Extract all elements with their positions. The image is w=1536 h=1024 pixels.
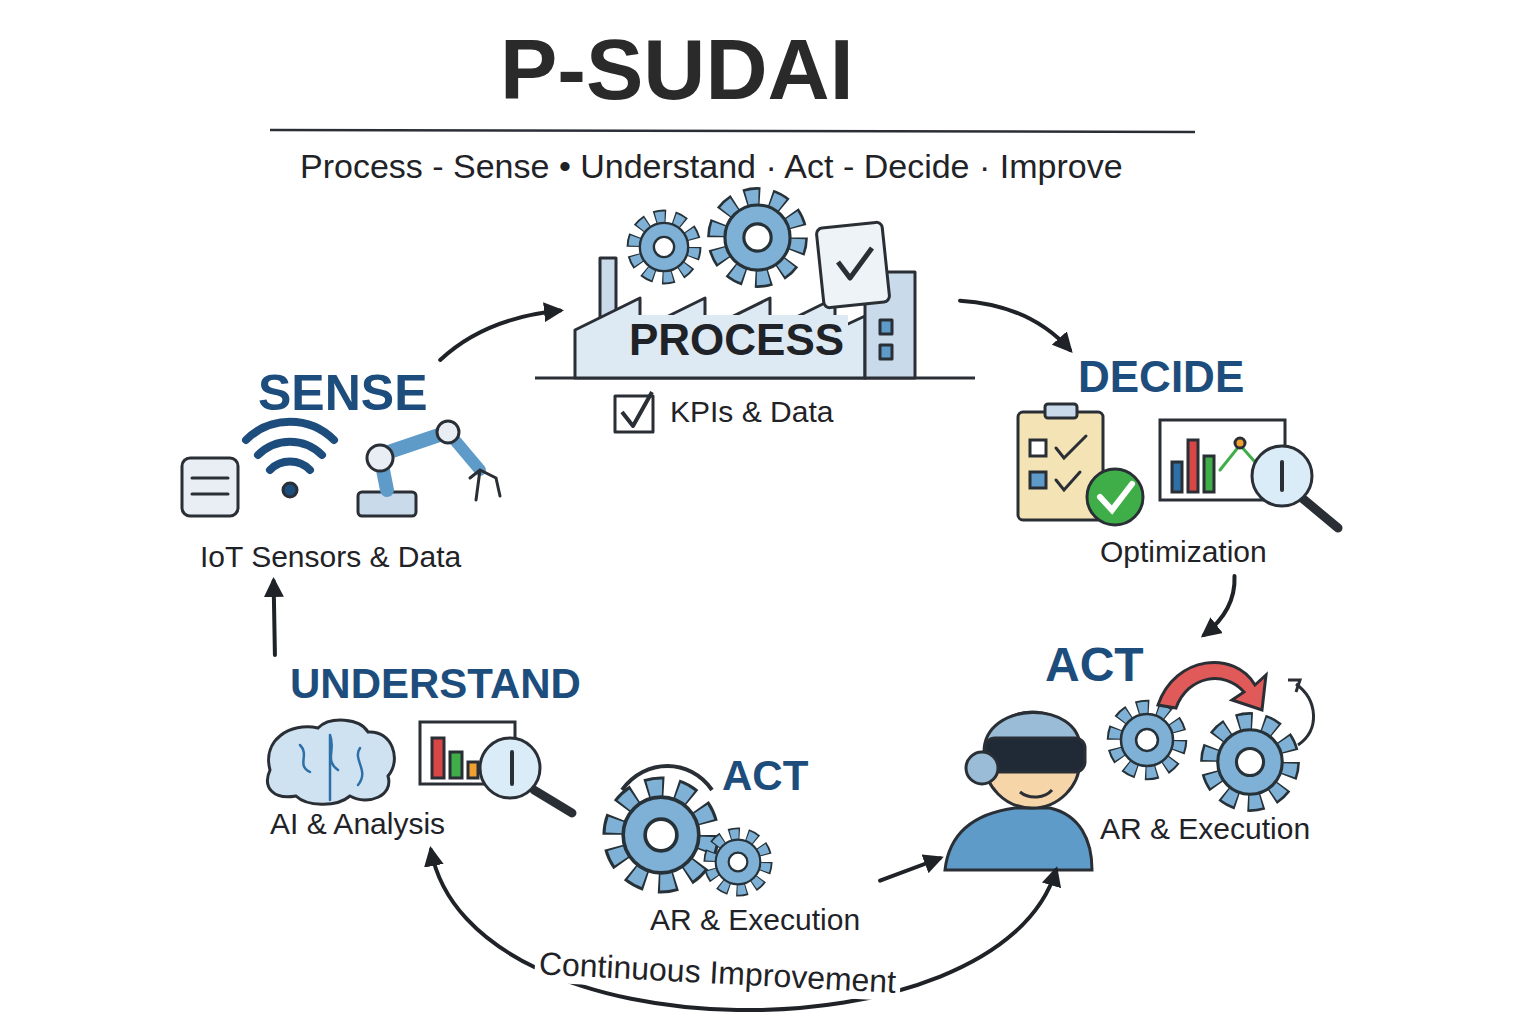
decide-icons	[1030, 440, 1046, 456]
sensor-icons	[470, 470, 500, 500]
sensor-icons	[283, 483, 297, 497]
subtitle-label: Process - Sense • Understand · Act - Dec…	[300, 147, 1123, 186]
stage-group: PROCESS KPIs & Data	[560, 190, 960, 436]
factory-icon	[634, 217, 693, 276]
flow-arrow	[274, 581, 275, 655]
act-gears	[622, 766, 712, 790]
act-gears	[1210, 722, 1289, 801]
flow-arrow	[440, 311, 560, 360]
act-gears	[1296, 684, 1314, 745]
sensor-icons	[182, 458, 238, 516]
decide-icons	[1045, 404, 1077, 418]
factory-icon	[535, 198, 975, 432]
stage-heading: DECIDE	[1078, 352, 1244, 403]
operator-icon	[1020, 790, 1052, 797]
understand-icons	[468, 762, 478, 778]
understand-icons	[534, 790, 572, 813]
sensor-icons	[192, 477, 228, 480]
stage-group: SENSE IoT Sensors & Data	[175, 360, 515, 581]
decide-icons	[1087, 469, 1143, 525]
stage-caption: KPIs & Data	[670, 395, 833, 430]
factory-icon	[880, 320, 892, 334]
title-rule	[270, 130, 1195, 132]
operator-icon	[966, 752, 998, 784]
decide-icons	[1235, 438, 1245, 448]
stage-heading: SENSE	[258, 365, 428, 423]
factory-icon	[838, 248, 872, 278]
decide-icons	[1188, 440, 1198, 492]
factory-icon	[622, 392, 652, 426]
stage-group: UNDERSTAND AI & Analysis	[255, 655, 587, 850]
stage-group: ACT AR & Execution	[940, 635, 1340, 870]
factory-icon	[718, 198, 798, 278]
understand-icons	[480, 738, 540, 798]
act-gears	[711, 835, 766, 890]
stage-caption: AR & Execution	[1100, 812, 1310, 847]
sensor-icons	[270, 462, 310, 470]
act-gears	[1158, 662, 1266, 710]
decide-icons	[1100, 484, 1132, 510]
decide-icons	[1018, 404, 1338, 528]
decide-icons	[1252, 446, 1312, 506]
factory-icon	[880, 345, 892, 359]
factory-icon	[816, 222, 890, 308]
understand-icons	[268, 720, 395, 804]
understand-icons	[450, 752, 462, 778]
act-gears	[1115, 708, 1179, 772]
sensor-icons	[258, 442, 322, 455]
decide-icons	[1204, 456, 1214, 492]
act-gears	[615, 789, 708, 882]
flow-arrow	[880, 858, 940, 880]
stage-group: ACT AR & Execution	[600, 750, 880, 945]
flow-arrow	[960, 301, 1070, 350]
stage-heading: ACT	[722, 752, 808, 800]
factory-icon	[575, 298, 865, 378]
operator-icon	[945, 712, 1092, 870]
understand-icons	[510, 752, 514, 784]
sensor-icons	[182, 421, 500, 516]
sensor-icons	[192, 493, 228, 496]
understand-icons	[432, 738, 444, 778]
decide-icons	[1056, 436, 1086, 490]
stage-caption: AI & Analysis	[270, 807, 445, 842]
stage-caption: IoT Sensors & Data	[200, 540, 461, 575]
decide-icons	[1302, 498, 1338, 528]
act-gears	[1288, 680, 1300, 692]
stage-heading: ACT	[1045, 637, 1144, 692]
flow-arrow	[431, 850, 1056, 1010]
stage-heading: UNDERSTAND	[290, 660, 581, 708]
stage-caption: Optimization	[1100, 535, 1267, 570]
decide-icons	[1280, 462, 1284, 490]
diagram-title: P-SUDAI	[500, 20, 854, 119]
decide-icons	[1030, 472, 1046, 488]
stage-heading: PROCESS	[625, 315, 848, 366]
stage-group: DECIDE Optimization	[1000, 350, 1350, 576]
understand-icons	[300, 735, 362, 800]
operator-icon	[945, 808, 1092, 870]
sensor-icons	[367, 445, 393, 471]
edge-label: Continuous Improvement	[534, 945, 901, 1001]
sensor-icons	[246, 422, 334, 440]
act-gears	[615, 662, 1314, 889]
stage-caption: AR & Execution	[650, 903, 860, 938]
sensor-icons	[437, 421, 459, 443]
flow-arrow	[1204, 576, 1235, 635]
decide-icons	[1172, 462, 1182, 492]
understand-icons	[268, 720, 572, 813]
operator-icon	[985, 738, 1085, 772]
